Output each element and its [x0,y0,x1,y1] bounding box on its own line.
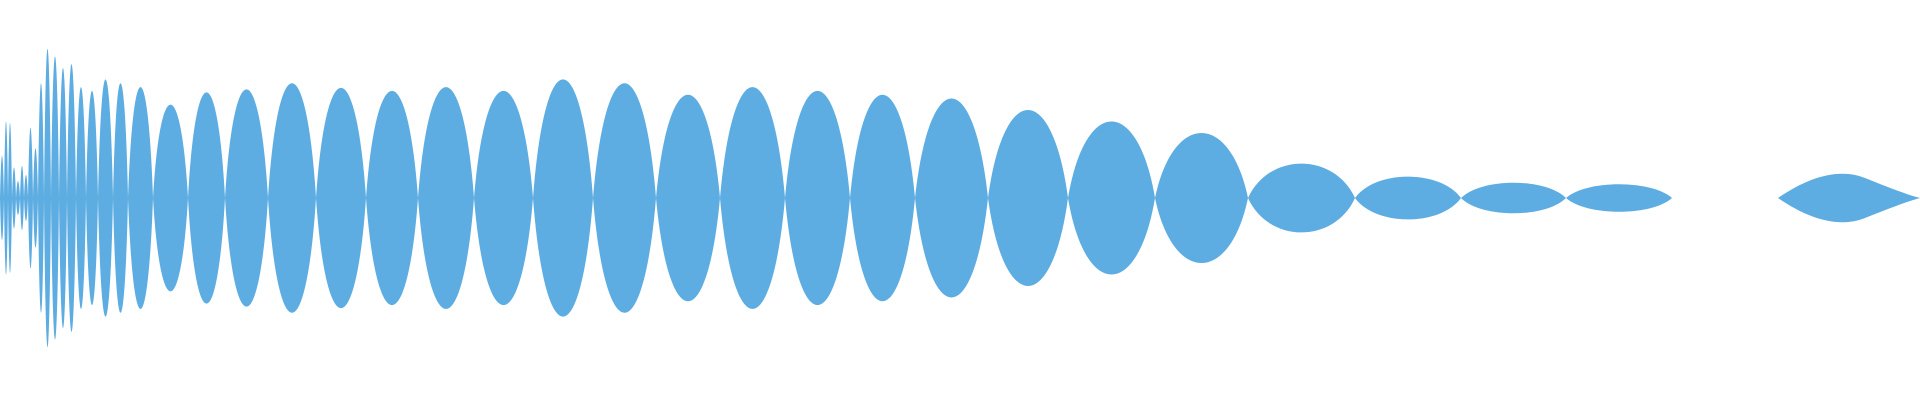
waveform-lobe [8,123,12,273]
waveform-lobe [915,98,988,298]
waveform-lobe [20,165,24,231]
waveform-lobe [533,79,593,317]
waveform-lobe [153,104,188,292]
waveform-lobe [44,48,51,348]
waveform-lobe [316,87,366,309]
waveform-lobe [1461,182,1566,214]
waveform-lobe [76,87,86,309]
waveform-lobes [0,48,1920,348]
waveform-lobe [268,83,316,313]
waveform-lobe [4,121,8,275]
waveform-lobe [28,127,33,269]
waveform-lobe [593,83,656,313]
waveform-lobe [86,90,98,306]
waveform-lobe [16,181,20,215]
waveform-lobe [474,90,533,306]
waveform-lobe [225,89,268,307]
waveform-lobe [418,87,474,309]
waveform-lobe [59,67,67,329]
waveform-lobe [850,94,915,302]
waveform-lobe [38,83,44,313]
waveform-lobe [988,110,1068,286]
waveform-lobe [366,90,418,306]
waveform-lobe [24,175,28,221]
waveform-lobe [67,64,76,332]
waveform-lobe [113,83,128,313]
waveform-tail [1778,173,1920,223]
waveform-lobe [128,87,153,309]
waveform-lobe [656,94,720,302]
waveform-lobe [1355,176,1461,220]
waveform-lobe [12,167,16,229]
waveform-lobe [0,155,4,241]
waveform-lobe [720,87,785,309]
waveform-lobe [33,148,38,248]
waveform-lobe [1155,132,1248,264]
waveform-lobe [51,56,59,340]
waveform-lobe [1566,184,1672,212]
waveform-lobe [1248,163,1355,233]
waveform-lobe [785,90,850,306]
waveform-lobe [188,92,225,304]
waveform-lobe [98,79,113,317]
waveform-lobe [1068,121,1155,275]
